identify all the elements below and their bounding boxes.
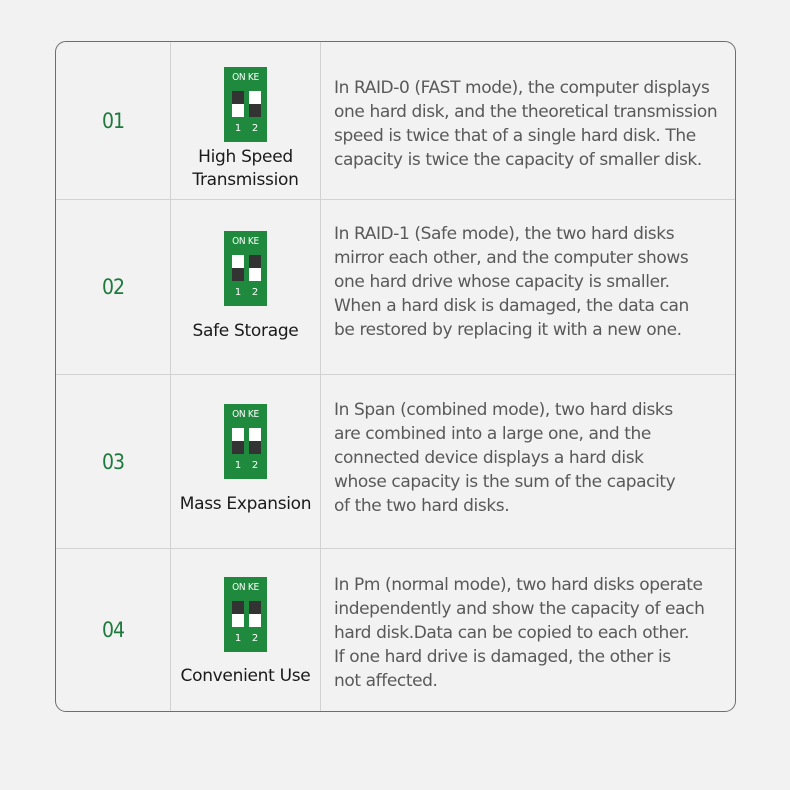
row-number-cell: 03 xyxy=(56,375,171,549)
dip-pin-2-label: 2 xyxy=(251,460,259,471)
row-number-cell: 02 xyxy=(56,200,171,375)
dip-switch-header: ON KE xyxy=(232,72,259,83)
dip-switch-header: ON KE xyxy=(232,236,259,247)
mode-description: In RAID-0 (FAST mode), the computer disp… xyxy=(334,76,729,172)
mode-description: In Pm (normal mode), two hard disks oper… xyxy=(334,573,729,693)
mode-icon-cell: ON KE 1 2 Safe Storage xyxy=(171,200,321,375)
dip-switch-icon: ON KE 1 2 xyxy=(224,231,267,306)
description-line: speed is twice that of a single hard dis… xyxy=(334,126,696,146)
row-number-cell: 04 xyxy=(56,549,171,711)
mode-description-cell: In Pm (normal mode), two hard disks oper… xyxy=(321,549,735,711)
mode-icon-cell: ON KE 1 2 Mass Expansion xyxy=(171,375,321,549)
dip-slot-1 xyxy=(232,428,244,454)
dip-pin-1-label: 1 xyxy=(234,460,242,471)
description-line: whose capacity is the sum of the capacit… xyxy=(334,472,676,492)
dip-pin-2-label: 2 xyxy=(251,123,259,134)
mode-caption: High Speed Transmission xyxy=(192,146,299,192)
caption-line: Safe Storage xyxy=(192,321,299,341)
dip-pin-1-label: 1 xyxy=(234,123,242,134)
description-line: hard disk.Data can be copied to each oth… xyxy=(334,623,690,643)
description-line: In RAID-0 (FAST mode), the computer disp… xyxy=(334,78,710,98)
dip-slot-2 xyxy=(249,255,261,281)
description-line: In Span (combined mode), two hard disks xyxy=(334,400,673,420)
caption-line: Mass Expansion xyxy=(179,494,312,514)
dip-slot-2 xyxy=(249,428,261,454)
mode-description-cell: In RAID-1 (Safe mode), the two hard disk… xyxy=(321,200,735,375)
description-line: be restored by replacing it with a new o… xyxy=(334,320,682,340)
row-number: 01 xyxy=(101,108,125,133)
description-line: mirror each other, and the computer show… xyxy=(334,248,689,268)
dip-slot-2 xyxy=(249,601,261,627)
dip-pin-1-label: 1 xyxy=(234,287,242,298)
dip-pin-1-label: 1 xyxy=(234,633,242,644)
row-number: 03 xyxy=(101,449,125,474)
description-line: When a hard disk is damaged, the data ca… xyxy=(334,296,689,316)
description-line: In Pm (normal mode), two hard disks oper… xyxy=(334,575,703,595)
dip-slot-1 xyxy=(232,91,244,117)
dip-slot-2 xyxy=(249,91,261,117)
dip-switch-icon: ON KE 1 2 xyxy=(224,404,267,479)
description-line: If one hard drive is damaged, the other … xyxy=(334,647,671,667)
description-line: connected device displays a hard disk xyxy=(334,448,644,468)
description-line: are combined into a large one, and the xyxy=(334,424,651,444)
dip-switch-header: ON KE xyxy=(232,409,259,420)
mode-caption: Mass Expansion xyxy=(180,493,312,516)
description-line: not affected. xyxy=(334,671,438,691)
dip-pin-2-label: 2 xyxy=(251,633,259,644)
dip-slot-1 xyxy=(232,255,244,281)
row-number-cell: 01 xyxy=(56,42,171,200)
dip-switch-header: ON KE xyxy=(232,582,259,593)
raid-modes-table: 01 ON KE 1 2 High Speed Transmission In … xyxy=(55,41,736,712)
mode-caption: Convenient Use xyxy=(181,665,311,688)
description-line: one hard drive whose capacity is smaller… xyxy=(334,272,670,292)
description-line: one hard disk, and the theoretical trans… xyxy=(334,102,718,122)
description-line: In RAID-1 (Safe mode), the two hard disk… xyxy=(334,224,675,244)
description-line: independently and show the capacity of e… xyxy=(334,599,705,619)
mode-description: In Span (combined mode), two hard disks … xyxy=(334,398,729,518)
mode-icon-cell: ON KE 1 2 Convenient Use xyxy=(171,549,321,711)
row-number: 04 xyxy=(101,618,125,642)
description-line: capacity is twice the capacity of smalle… xyxy=(334,150,702,170)
dip-pin-2-label: 2 xyxy=(251,287,259,298)
mode-caption: Safe Storage xyxy=(193,320,299,343)
mode-description-cell: In RAID-0 (FAST mode), the computer disp… xyxy=(321,42,735,200)
row-number: 02 xyxy=(101,275,125,299)
dip-switch-icon: ON KE 1 2 xyxy=(224,67,267,142)
mode-icon-cell: ON KE 1 2 High Speed Transmission xyxy=(171,42,321,200)
dip-slot-1 xyxy=(232,601,244,627)
caption-line: Transmission xyxy=(192,170,299,190)
mode-description: In RAID-1 (Safe mode), the two hard disk… xyxy=(334,222,729,342)
caption-line: Convenient Use xyxy=(180,666,311,686)
mode-description-cell: In Span (combined mode), two hard disks … xyxy=(321,375,735,549)
description-line: of the two hard disks. xyxy=(334,496,510,516)
caption-line: High Speed xyxy=(198,147,293,167)
dip-switch-icon: ON KE 1 2 xyxy=(224,577,267,652)
